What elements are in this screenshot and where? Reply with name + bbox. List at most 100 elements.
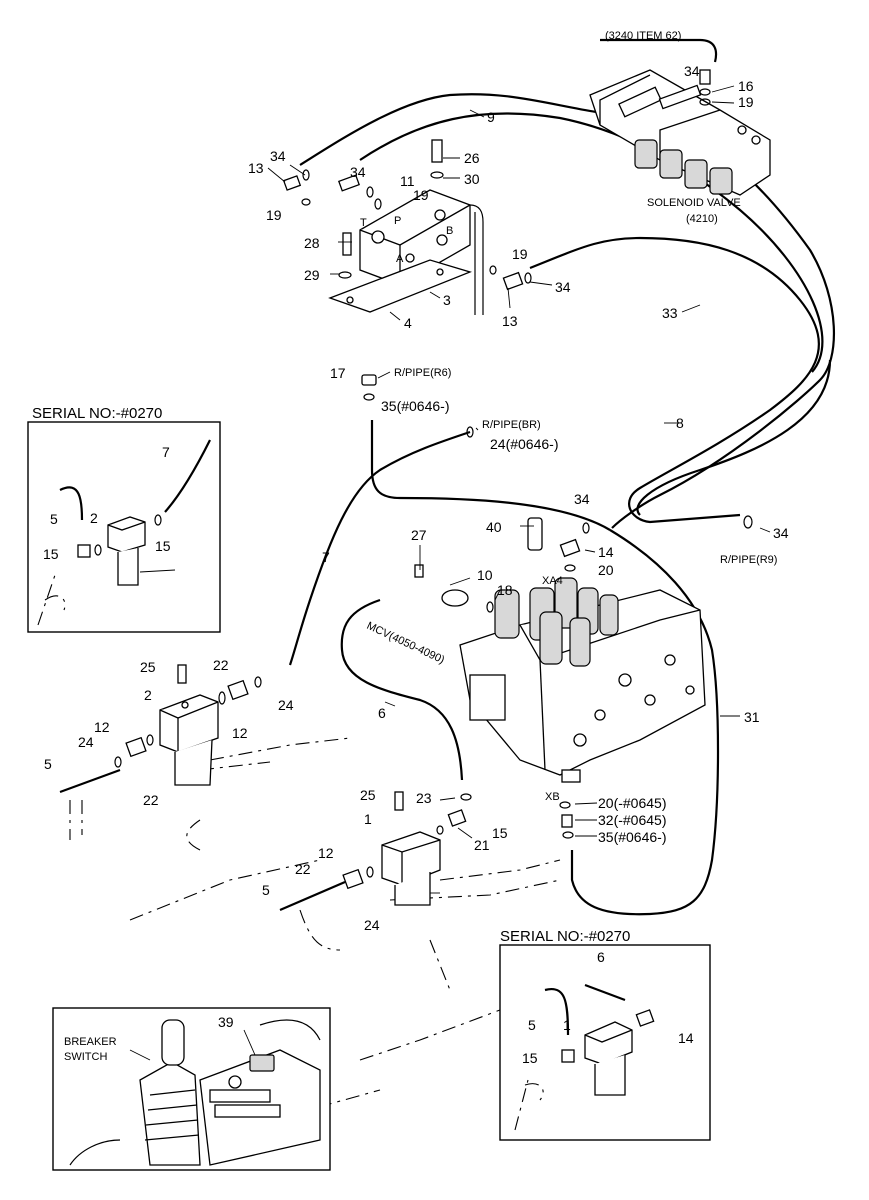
callout-9: 9 [487, 109, 495, 125]
callout-16: 16 [738, 78, 754, 94]
callout-26: 26 [464, 150, 480, 166]
inset-top-callout-7: 7 [162, 444, 170, 460]
callout-33: 33 [662, 305, 678, 321]
callout-30: 30 [464, 171, 480, 187]
callout-rpipe-r9: R/PIPE(R9) [720, 554, 777, 566]
pipe-31 [570, 529, 720, 916]
callout-24c: 24 [78, 734, 94, 750]
inset-bottom-callout-1: 1 [563, 1017, 571, 1033]
pipe-8 [636, 359, 832, 516]
callout-3240: (3240 ITEM 62) [605, 30, 681, 42]
pipe-5-left [59, 768, 121, 794]
callout-27: 27 [411, 527, 427, 543]
inset-bottom-title: SERIAL NO:-#0270 [500, 928, 630, 945]
callout-25b: 25 [360, 787, 376, 803]
cab-breaker-label: BREAKER [64, 1036, 117, 1048]
cab-callout-39: 39 [218, 1014, 234, 1030]
callout-25a: 25 [140, 659, 156, 675]
callout-12c: 12 [318, 845, 334, 861]
callout-28: 28 [304, 235, 320, 251]
port-t: T [360, 217, 367, 229]
inset-top-callout-15b: 15 [155, 538, 171, 554]
inset-bottom-callout-5: 5 [528, 1017, 536, 1033]
inset-top-callout-5: 5 [50, 511, 58, 527]
callout-rpipe-br: R/PIPE(BR) [482, 419, 541, 431]
callout-34a: 34 [684, 63, 700, 79]
solenoid-valve-label: SOLENOID VALVE [647, 197, 741, 209]
valve-block-1 [381, 831, 441, 906]
callout-34f: 34 [773, 525, 789, 541]
callout-7a: 7 [322, 549, 330, 565]
callout-19d: 19 [512, 246, 528, 262]
cab-switch-label: SWITCH [64, 1051, 107, 1063]
callout-20a: 20 [598, 562, 614, 578]
fittings [114, 69, 753, 890]
callout-rpipe-r6: R/PIPE(R6) [394, 367, 451, 379]
solenoid-valve-number: (4210) [686, 213, 718, 225]
pipe-9 [299, 93, 836, 529]
inset-cab: BREAKER SWITCH 39 [52, 1007, 331, 1171]
callout-18: 18 [497, 582, 513, 598]
callout-4: 4 [404, 315, 412, 331]
callout-19c: 19 [266, 207, 282, 223]
callout-32: 32(-#0645) [598, 812, 667, 828]
inset-top-callout-15a: 15 [43, 546, 59, 562]
port-xb: XB [545, 791, 560, 803]
inset-top-title: SERIAL NO:-#0270 [32, 405, 162, 422]
callout-35a: 35(#0646-) [381, 398, 450, 414]
callout-10: 10 [477, 567, 493, 583]
inset-bottom-callout-6: 6 [597, 949, 605, 965]
callout-24d: 24 [364, 917, 380, 933]
callout-40: 40 [486, 519, 502, 535]
solenoid-valve [589, 69, 771, 196]
pipe-5-lower [279, 880, 346, 912]
callout-24a: 24(#0646-) [490, 436, 559, 452]
callout-8: 8 [676, 415, 684, 431]
callout-14a: 14 [598, 544, 614, 560]
callout-29: 29 [304, 267, 320, 283]
mcv-label: MCV(4050-4090) [365, 620, 447, 667]
leader-lines [267, 39, 771, 894]
pipe-6 [340, 598, 464, 781]
callout-23: 23 [416, 790, 432, 806]
main-control-valve [441, 517, 706, 783]
callout-13b: 13 [502, 313, 518, 329]
callout-24b: 24 [278, 697, 294, 713]
pipe-r6 [370, 420, 611, 531]
callout-15a: 15 [492, 825, 508, 841]
callout-12b: 12 [94, 719, 110, 735]
inset-serial-bottom: SERIAL NO:-#0270 6 5 1 14 15 [499, 928, 711, 1141]
inset-top-callout-2: 2 [90, 510, 98, 526]
port-p: P [394, 215, 401, 227]
callout-20b: 20(-#0645) [598, 795, 667, 811]
callout-22a: 22 [213, 657, 229, 673]
callout-31: 31 [744, 709, 760, 725]
callout-19b: 19 [413, 187, 429, 203]
callout-34e: 34 [574, 491, 590, 507]
callout-13a: 13 [248, 160, 264, 176]
inset-bottom-callout-14: 14 [678, 1030, 694, 1046]
callout-11: 11 [400, 173, 415, 189]
inset-serial-top: SERIAL NO:-#0270 7 5 2 15 15 [27, 405, 221, 633]
callout-5b: 5 [262, 882, 270, 898]
callout-12a: 12 [232, 725, 248, 741]
pipe-3240 [600, 38, 718, 63]
callout-22c: 22 [295, 861, 311, 877]
callout-3: 3 [443, 292, 451, 308]
callout-21: 21 [474, 837, 490, 853]
pipe-33 [529, 236, 820, 524]
callout-1a: 1 [364, 811, 372, 827]
port-xa4: XA4 [542, 575, 563, 587]
pipe-7 [288, 430, 471, 666]
callout-34c: 34 [350, 164, 366, 180]
callout-34d: 34 [555, 279, 571, 295]
inset-bottom-callout-15: 15 [522, 1050, 538, 1066]
valve-block-3 [328, 189, 472, 313]
callout-34b: 34 [270, 148, 286, 164]
callout-19a: 19 [738, 94, 754, 110]
callout-2a: 2 [144, 687, 152, 703]
callout-17: 17 [330, 365, 346, 381]
machine-outline [69, 737, 561, 1116]
pipe-routing [59, 38, 836, 916]
